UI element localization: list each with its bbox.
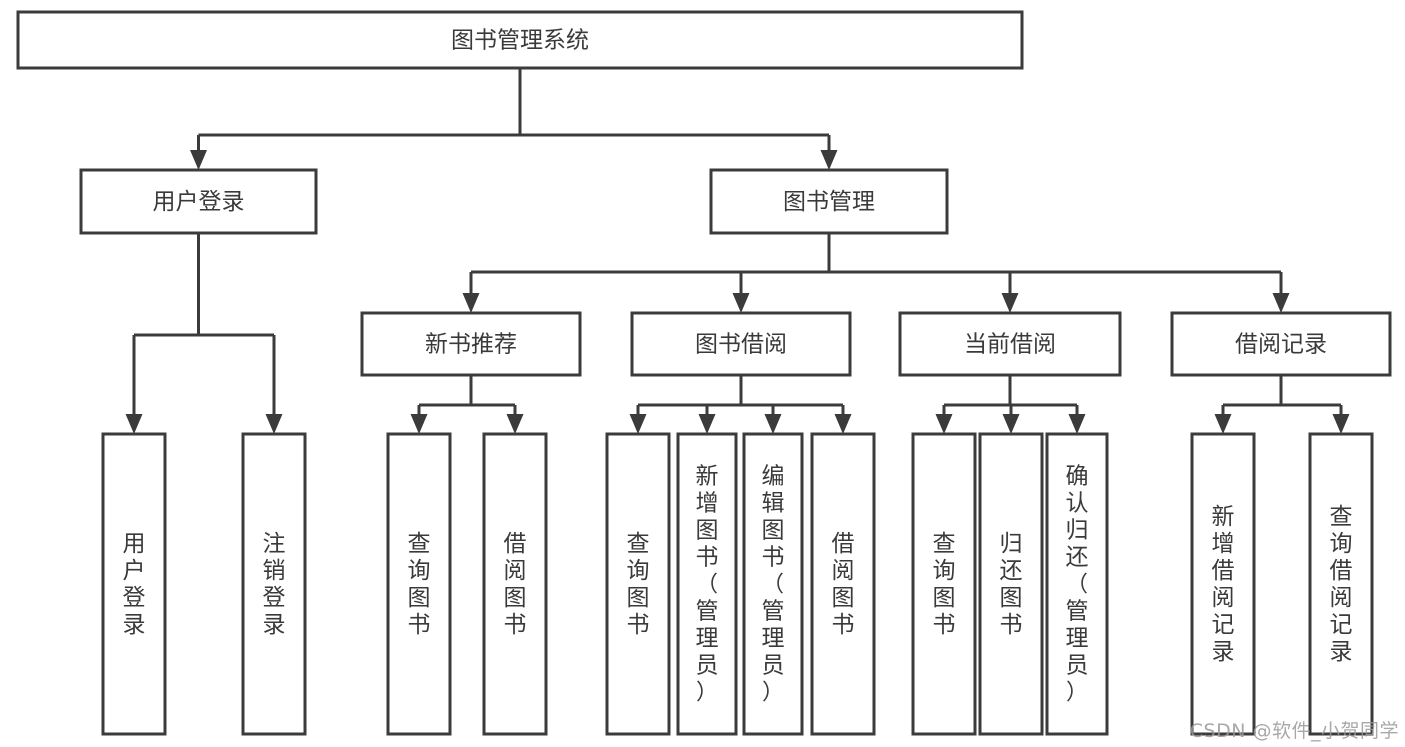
node-label: 查询借阅记录 <box>1330 504 1353 665</box>
node-leaf-query-record[interactable]: 查询借阅记录 <box>1308 432 1374 736</box>
node-user-login[interactable]: 用户登录 <box>79 168 318 235</box>
connector-user-login <box>125 233 283 434</box>
connector-borrow-record <box>1214 375 1350 434</box>
node-borrow-record[interactable]: 借阅记录 <box>1170 311 1392 377</box>
arrow-head-icon <box>125 414 143 434</box>
node-label: 借阅图书 <box>504 531 527 638</box>
arrow-head-icon <box>190 150 207 170</box>
node-box[interactable] <box>79 168 318 235</box>
arrow-head-icon <box>834 414 852 434</box>
arrow-head-icon <box>410 414 428 434</box>
node-book-manage[interactable]: 图书管理 <box>709 168 949 235</box>
nodes-layer: 图书管理系统用户登录图书管理新书推荐图书借阅当前借阅借阅记录用户登录注销登录查询… <box>16 10 1392 736</box>
node-label: 查询图书 <box>627 531 650 638</box>
connector-new-book-recommend <box>410 375 524 434</box>
arrow-head-icon <box>1001 293 1019 313</box>
node-leaf-return-book[interactable]: 归还图书 <box>978 432 1044 736</box>
node-label: 图书借阅 <box>695 332 787 358</box>
node-box[interactable] <box>1045 432 1109 736</box>
node-label: 用户登录 <box>123 531 146 638</box>
node-label: 编辑图书（管理员） <box>762 464 785 706</box>
connectors-layer <box>125 68 1350 434</box>
node-label: 借阅记录 <box>1235 332 1327 358</box>
arrow-head-icon <box>1068 414 1086 434</box>
node-book-borrow[interactable]: 图书借阅 <box>630 311 852 377</box>
arrow-head-icon <box>820 150 838 170</box>
node-leaf-query-book-2[interactable]: 查询图书 <box>605 432 671 736</box>
node-box[interactable] <box>482 432 548 736</box>
connector-current-borrow <box>935 375 1086 434</box>
connector-book-borrow <box>629 375 852 434</box>
node-leaf-borrow-book-2[interactable]: 借阅图书 <box>810 432 876 736</box>
arrow-head-icon <box>1214 414 1232 434</box>
node-label: 新书推荐 <box>425 332 517 358</box>
connector-root <box>190 68 838 170</box>
node-leaf-logout[interactable]: 注销登录 <box>241 432 307 736</box>
node-box[interactable] <box>810 432 876 736</box>
node-box[interactable] <box>360 311 582 377</box>
node-box[interactable] <box>1190 432 1256 736</box>
node-box[interactable] <box>630 311 852 377</box>
node-box[interactable] <box>742 432 804 736</box>
node-leaf-add-record[interactable]: 新增借阅记录 <box>1190 432 1256 736</box>
node-leaf-confirm-return[interactable]: 确认归还（管理员） <box>1045 432 1109 736</box>
node-leaf-user-login[interactable]: 用户登录 <box>101 432 167 736</box>
node-box[interactable] <box>978 432 1044 736</box>
arrow-head-icon <box>1002 414 1020 434</box>
node-label: 新增借阅记录 <box>1212 504 1235 665</box>
node-box[interactable] <box>241 432 307 736</box>
arrow-head-icon <box>629 414 647 434</box>
node-label: 图书管理 <box>783 189 875 215</box>
arrow-head-icon <box>935 414 953 434</box>
connector-book-manage <box>462 233 1290 313</box>
node-box[interactable] <box>101 432 167 736</box>
node-box[interactable] <box>709 168 949 235</box>
node-box[interactable] <box>605 432 671 736</box>
arrow-head-icon <box>732 293 750 313</box>
node-box[interactable] <box>16 10 1024 70</box>
node-label: 查询图书 <box>408 531 431 638</box>
node-label: 当前借阅 <box>964 332 1056 358</box>
arrow-head-icon <box>764 414 782 434</box>
arrow-head-icon <box>698 414 716 434</box>
node-box[interactable] <box>386 432 452 736</box>
node-leaf-query-book-3[interactable]: 查询图书 <box>911 432 977 736</box>
node-label: 归还图书 <box>1000 531 1023 638</box>
node-leaf-borrow-book-1[interactable]: 借阅图书 <box>482 432 548 736</box>
node-leaf-add-book[interactable]: 新增图书（管理员） <box>676 432 738 736</box>
node-label: 查询图书 <box>933 531 956 638</box>
node-label: 借阅图书 <box>832 531 855 638</box>
arrow-head-icon <box>1332 414 1350 434</box>
node-root[interactable]: 图书管理系统 <box>16 10 1024 70</box>
arrow-head-icon <box>462 293 480 313</box>
node-leaf-query-book-1[interactable]: 查询图书 <box>386 432 452 736</box>
node-current-borrow[interactable]: 当前借阅 <box>898 311 1122 377</box>
arrow-head-icon <box>265 414 283 434</box>
node-label: 确认归还（管理员） <box>1066 464 1089 706</box>
node-label: 新增图书（管理员） <box>696 464 719 706</box>
node-leaf-edit-book[interactable]: 编辑图书（管理员） <box>742 432 804 736</box>
node-box[interactable] <box>1308 432 1374 736</box>
node-label: 用户登录 <box>153 189 245 215</box>
node-label: 注销登录 <box>263 531 286 638</box>
node-box[interactable] <box>676 432 738 736</box>
node-box[interactable] <box>1170 311 1392 377</box>
arrow-head-icon <box>506 414 524 434</box>
node-new-book-recommend[interactable]: 新书推荐 <box>360 311 582 377</box>
node-label: 图书管理系统 <box>451 28 589 54</box>
node-box[interactable] <box>898 311 1122 377</box>
arrow-head-icon <box>1272 293 1290 313</box>
node-box[interactable] <box>911 432 977 736</box>
